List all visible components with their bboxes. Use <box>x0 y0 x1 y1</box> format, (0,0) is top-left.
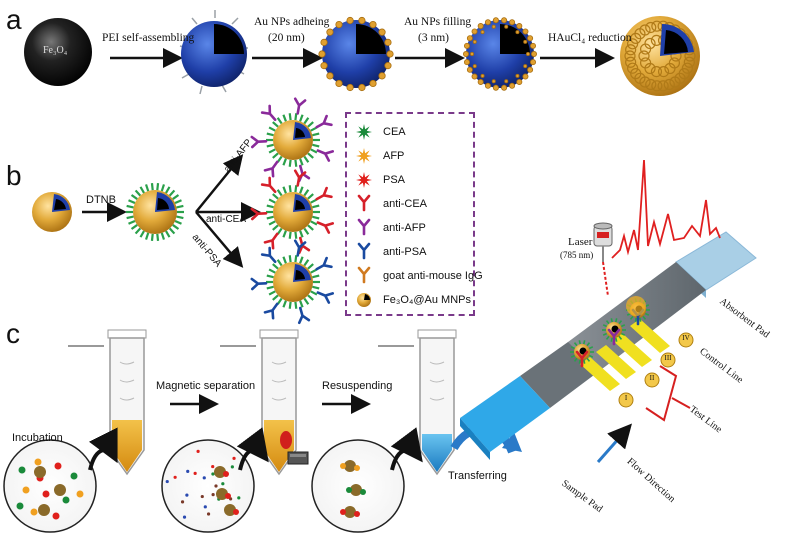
tube-2-yellow <box>220 329 299 476</box>
gold-shell-sphere <box>620 16 700 96</box>
panel-label-c: c <box>6 318 20 349</box>
legend-item-cea: CEA <box>383 126 406 138</box>
panel-label-b: b <box>6 160 22 191</box>
flow-direction-arrow <box>596 423 632 463</box>
au-adhered-sphere <box>318 16 394 92</box>
magnetic-separation-label: Magnetic separation <box>156 380 256 392</box>
laser-label: Laser <box>568 236 593 248</box>
anti-cea-arrow-label: anti-CEA <box>206 214 247 225</box>
panel-label-a: a <box>6 4 22 35</box>
sers-spectrum <box>611 159 721 259</box>
panel-b-graphics <box>32 97 372 325</box>
fe3o4-label: Fe₃O₄ <box>43 45 68 56</box>
laser-wavelength-label: (785 nm) <box>560 250 594 260</box>
numeral-iv: IV <box>682 334 690 342</box>
legend-box: CEA AFP PSA anti-CEA anti-AFP anti-PSA g… <box>345 112 483 316</box>
legend-item-mnps: Fe₃O₄@Au MNPs <box>383 294 471 306</box>
curved-arrow-3 <box>390 427 423 471</box>
step-au-adhere-size: (20 nm) <box>268 32 305 44</box>
legend-item-psa: PSA <box>383 174 406 186</box>
legend-item-afp: AFP <box>383 150 405 162</box>
resuspending-label: Resuspending <box>322 380 393 392</box>
numeral-ii: II <box>649 374 655 382</box>
panel-c-graphics <box>3 159 757 533</box>
dtnb-particle <box>126 183 184 241</box>
legend-item-anti-psa: anti-PSA <box>383 246 427 258</box>
particle-anti-cea <box>250 169 335 255</box>
laser-icon <box>593 222 613 297</box>
curved-arrow-1 <box>88 427 118 471</box>
step-haucl4-label: HAuCl₄ reduction <box>548 32 632 44</box>
fe3o4-core-sphere <box>24 18 92 86</box>
step-au-fill-size: (3 nm) <box>418 32 449 44</box>
tube-3-blue <box>378 329 457 476</box>
magnet-block <box>287 451 309 465</box>
incubation-view <box>3 439 97 533</box>
control-line-iv <box>630 319 670 353</box>
curved-arrow-2 <box>236 427 269 471</box>
incubation-label: Incubation <box>12 432 63 444</box>
arrow-anti-psa <box>195 211 244 268</box>
numeral-iii: III <box>664 354 672 362</box>
dtnb-label: DTNB <box>86 194 116 206</box>
arrow-anti-afp <box>195 154 244 213</box>
absorbent-pad <box>675 231 757 291</box>
step-au-adhere-label: Au NPs adheing <box>254 16 330 28</box>
test-line-bracket <box>645 365 678 422</box>
tube-1-yellow <box>68 329 147 476</box>
panel-a-graphics <box>24 10 700 96</box>
particle-anti-psa <box>250 239 335 325</box>
step-pei-label: PEI self-assembling <box>102 32 195 44</box>
test-line-i <box>580 357 620 391</box>
test-line-ii <box>596 345 636 379</box>
particle-anti-afp <box>250 97 335 183</box>
au-filled-sphere <box>462 17 538 91</box>
line-numeral-markers <box>618 332 694 408</box>
pei-sphere <box>179 10 248 95</box>
legend-item-goat-igg: goat anti-mouse IgG <box>383 270 483 282</box>
test-line-iii <box>612 333 652 367</box>
numeral-i: I <box>624 394 628 402</box>
legend-item-anti-cea: anti-CEA <box>383 198 428 210</box>
sample-pad <box>460 376 550 452</box>
transferring-label: Transferring <box>448 470 507 482</box>
legend-item-anti-afp: anti-AFP <box>383 222 426 234</box>
step-au-fill-label: Au NPs filling <box>404 16 472 28</box>
separation-view <box>161 439 255 533</box>
